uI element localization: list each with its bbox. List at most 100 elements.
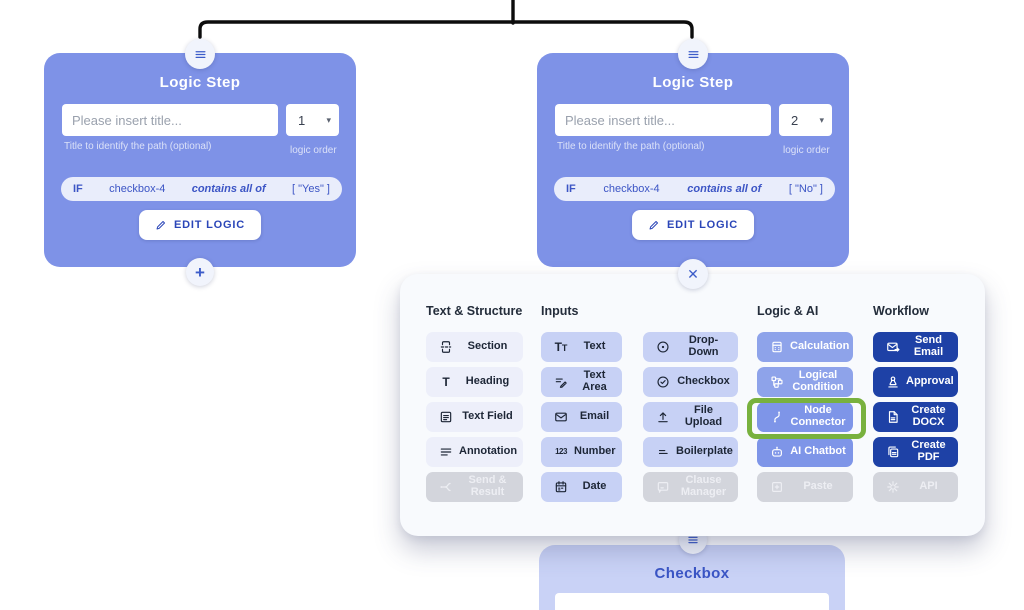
panel-button-boilerplate[interactable]: Boilerplate [643,437,738,467]
card-menu-button[interactable] [185,39,215,69]
number-icon: 123 [555,447,567,456]
hamburger-icon [688,536,698,544]
column-header: Workflow [873,304,930,318]
panel-button-node-connector[interactable]: Node Connector [757,402,853,432]
heading-icon: T [442,375,450,389]
text-field-icon [433,410,459,424]
create-pdf-icon [880,445,906,459]
card-title: Logic Step [652,74,734,91]
dropdown-icon [650,340,676,354]
panel-button-calculation[interactable]: Calculation [757,332,853,362]
condition-row: IF checkbox-4 contains all of [ "Yes" ] [61,177,342,201]
send-email-icon [880,340,906,354]
column-header: Inputs [541,304,579,318]
logic-order-select[interactable]: 2 ▾ [779,104,832,136]
order-helper-text: logic order [783,145,830,156]
panel-button-clause-manager: Clause Manager [643,472,738,502]
pencil-icon [649,221,659,230]
checkbox-label-input[interactable] [555,593,829,610]
panel-button-file-upload[interactable]: File Upload [643,402,738,432]
panel-button-annotation[interactable]: Annotation [426,437,523,467]
panel-button-checkbox[interactable]: Checkbox [643,367,738,397]
email-icon [548,410,574,424]
approval-icon [880,375,906,389]
panel-button-send-result: Send & Result [426,472,523,502]
logic-order-value: 2 [791,112,799,128]
panel-button-paste: Paste [757,472,853,502]
clause-manager-icon [650,480,676,494]
panel-button-text[interactable]: TT Text [541,332,622,362]
condition-keyword: IF [73,183,83,195]
logic-order-value: 1 [298,112,306,128]
boilerplate-icon [650,445,676,459]
panel-button-approval[interactable]: Approval [873,367,958,397]
create-docx-icon [880,410,906,424]
condition-field: checkbox-4 [603,183,660,195]
panel-button-logical-condition[interactable]: Logical Condition [757,367,853,397]
panel-button-heading[interactable]: T Heading [426,367,523,397]
panel-button-email[interactable]: Email [541,402,622,432]
text-area-icon [548,375,574,389]
column-workflow: Workflow Send Email Approval Create DOCX… [873,304,958,507]
send-result-icon [433,480,459,494]
panel-button-text-area[interactable]: Text Area [541,367,622,397]
logical-condition-icon [764,375,790,389]
add-node-button[interactable]: + [186,258,214,286]
title-helper-text: Title to identify the path (optional) [557,141,705,152]
panel-button-text-field[interactable]: Text Field [426,402,523,432]
panel-button-ai-chatbot[interactable]: AI Chatbot [757,437,853,467]
node-connector-icon [764,410,790,424]
calculation-icon [764,340,790,354]
section-icon [433,340,459,354]
card-menu-button[interactable] [678,39,708,69]
panel-button-drop-down[interactable]: Drop-Down [643,332,738,362]
close-picker-button[interactable]: ✕ [678,259,708,289]
hamburger-icon [688,50,698,58]
plus-icon: + [195,262,205,282]
checkbox-icon [650,375,676,389]
chevron-down-icon: ▾ [819,114,824,125]
logic-step-card-1: Logic Step 1 ▾ Title to identify the pat… [44,53,356,267]
panel-button-create-docx[interactable]: Create DOCX [873,402,958,432]
condition-field: checkbox-4 [109,183,166,195]
panel-button-api: API [873,472,958,502]
paste-icon [764,480,790,494]
panel-button-send-email[interactable]: Send Email [873,332,958,362]
column-header: Logic & AI [757,304,819,318]
text-icon: TT [554,339,568,354]
chevron-down-icon: ▾ [326,114,331,125]
connector-lines [198,0,694,39]
panel-button-number[interactable]: 123 Number [541,437,622,467]
title-helper-text: Title to identify the path (optional) [64,141,212,152]
condition-operator: contains all of [687,183,762,195]
panel-button-date[interactable]: Date [541,472,622,502]
column-header: Text & Structure [426,304,523,318]
panel-button-section[interactable]: Section [426,332,523,362]
column-text-structure: Text & Structure Section T Heading Text … [426,304,523,507]
path-title-input[interactable] [555,104,771,136]
condition-value: [ "Yes" ] [292,183,330,195]
condition-operator: contains all of [191,183,266,195]
panel-button-create-pdf[interactable]: Create PDF [873,437,958,467]
ai-chatbot-icon [764,445,790,459]
close-icon: ✕ [687,266,699,282]
checkbox-card: Checkbox [539,545,845,610]
order-helper-text: logic order [290,145,337,156]
annotation-icon [433,445,459,459]
path-title-input[interactable] [62,104,278,136]
hamburger-icon [195,50,205,58]
logic-step-card-2: Logic Step 2 ▾ Title to identify the pat… [537,53,849,267]
edit-logic-button[interactable]: EDIT LOGIC [139,210,261,240]
pencil-icon [156,221,166,230]
condition-value: [ "No" ] [788,183,823,195]
column-logic-ai: Logic & AI Calculation Logical Condition… [757,304,853,507]
column-inputs-b: Drop-Down Checkbox File Upload Boilerpla… [643,304,738,507]
column-inputs-a: Inputs TT Text Text Area Email 123 Numbe… [541,304,622,507]
api-gear-icon [880,480,906,494]
logic-order-select[interactable]: 1 ▾ [286,104,339,136]
edit-logic-button[interactable]: EDIT LOGIC [632,210,754,240]
date-icon [548,480,574,494]
card-title: Logic Step [159,74,241,91]
card-title: Checkbox [654,565,730,582]
